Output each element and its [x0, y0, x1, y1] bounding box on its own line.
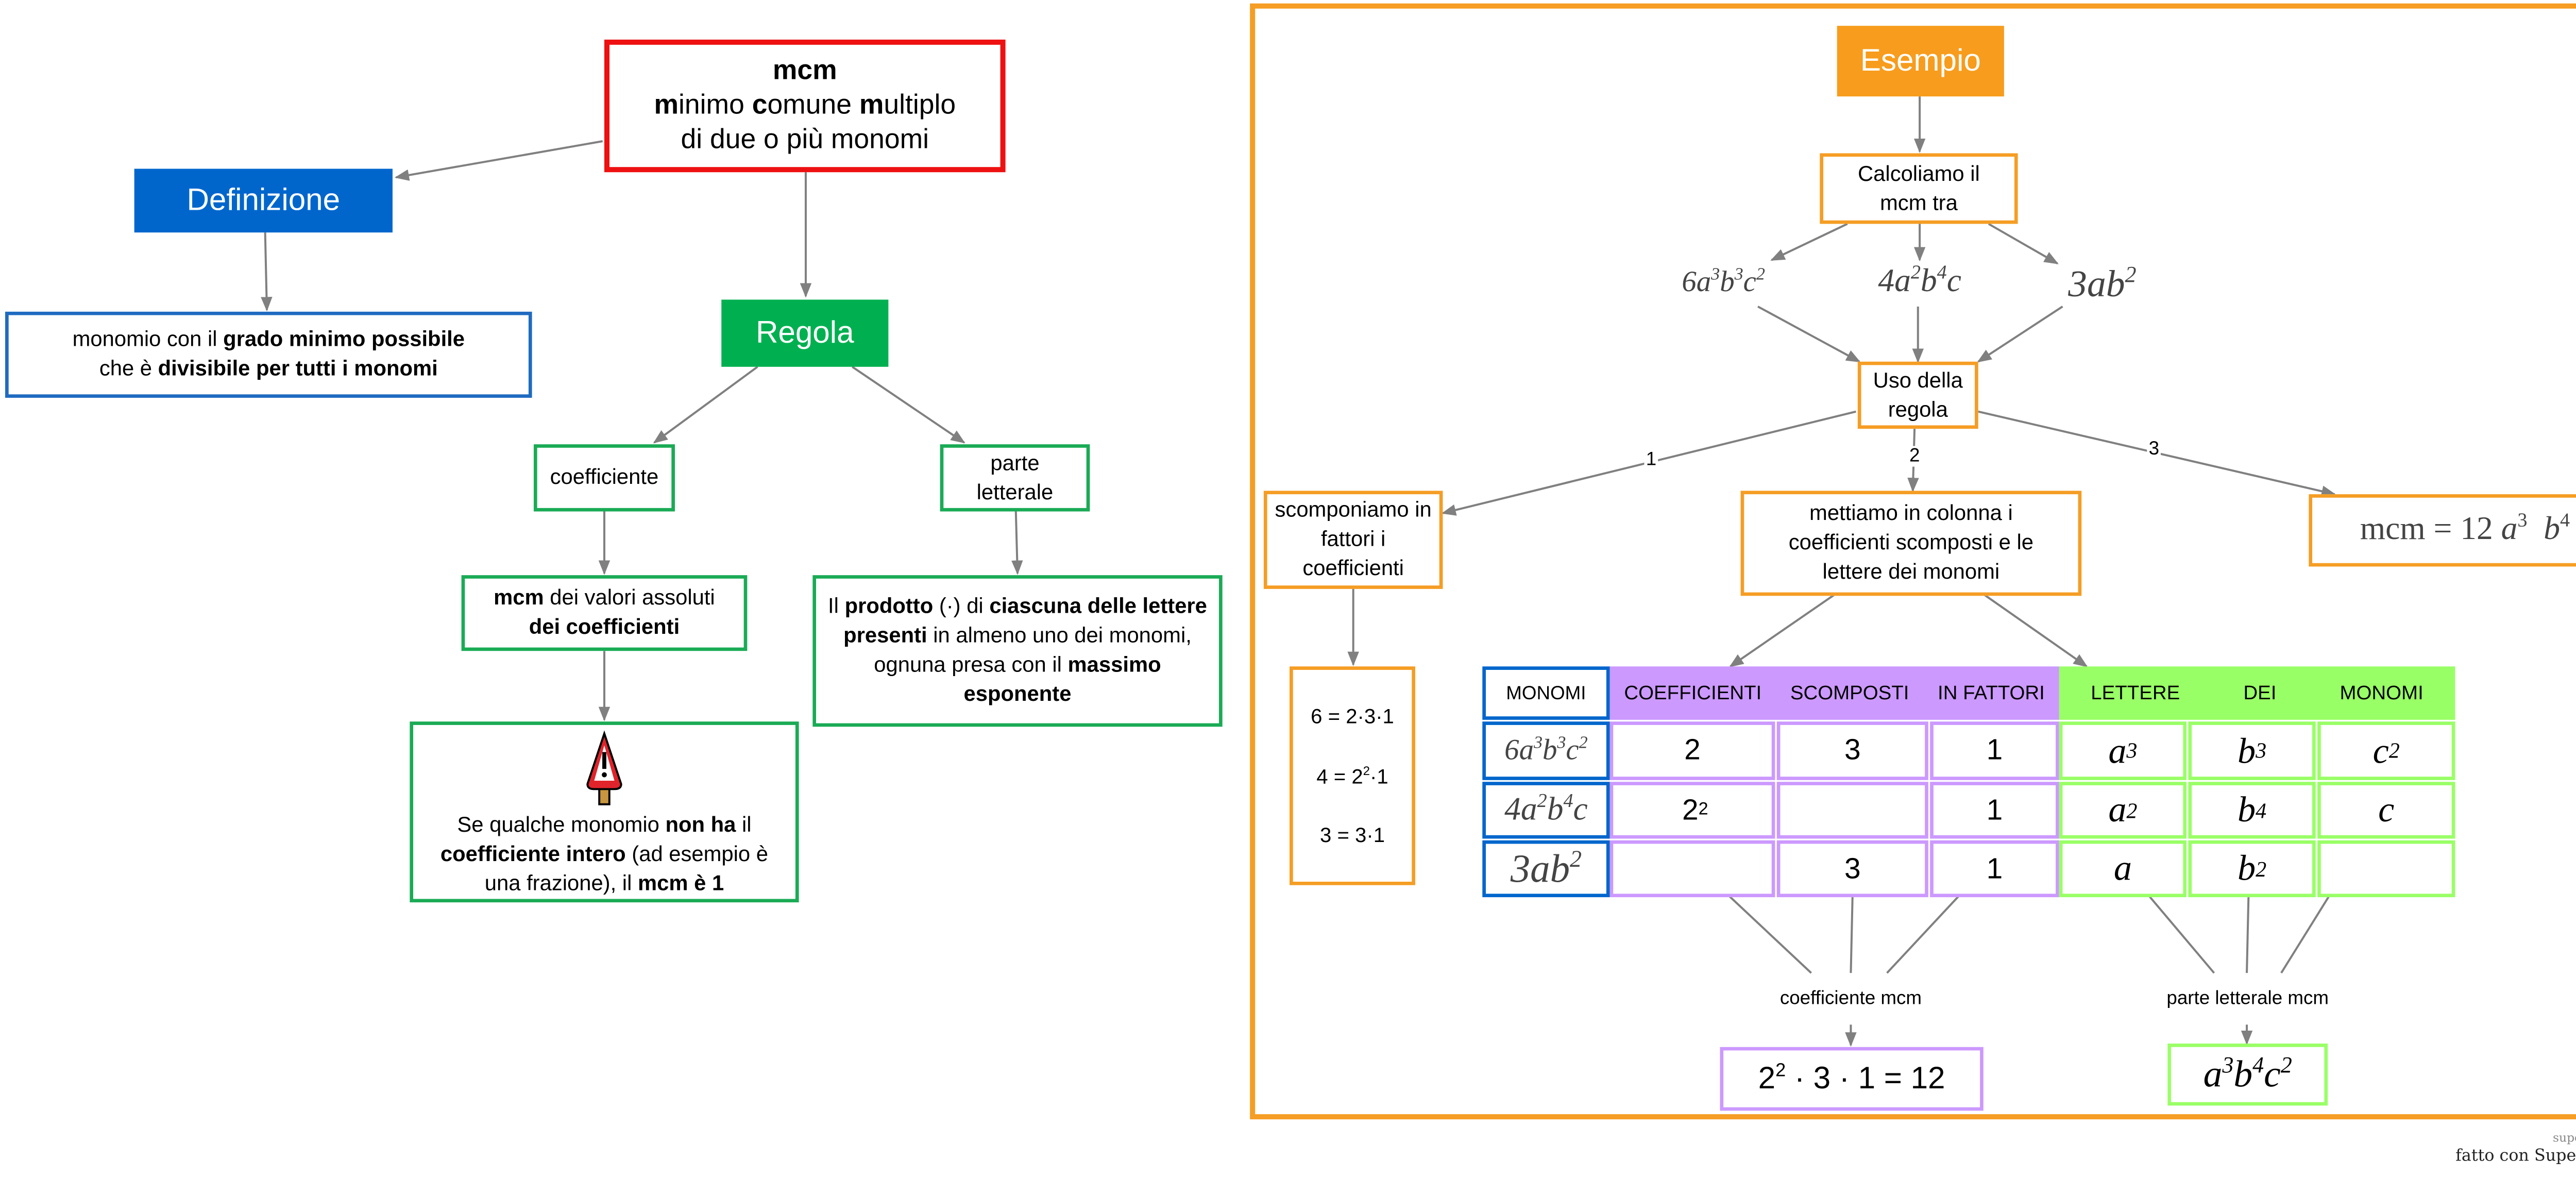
edge-c1-coefmcm: [1727, 895, 1812, 974]
monomial-3[interactable]: 3ab2: [2068, 261, 2137, 305]
edge-l3-lettmcm: [2280, 895, 2331, 974]
table-cell: 3: [1776, 840, 1928, 898]
warning-node[interactable]: Se qualche monomio non ha il coefficient…: [410, 721, 799, 903]
regola-node[interactable]: Regola: [721, 299, 889, 367]
edge-mett-coeffs: [1729, 593, 1836, 667]
table-cell: [2317, 840, 2455, 898]
footer-text: fatto con SuperMappe: [2455, 1147, 2576, 1166]
table-cell: c: [2317, 782, 2455, 839]
esempio-node[interactable]: Esempio: [1837, 26, 2004, 97]
table-cell: 3: [1776, 721, 1928, 780]
table-row-monomial: 3ab2: [1482, 840, 1610, 898]
lett-result-node[interactable]: a3b4c2: [2167, 1044, 2328, 1106]
title-box[interactable]: mcm minimo comune multiplo di due o più …: [604, 39, 1006, 173]
factorization-node[interactable]: 6 = 2·3·1 4 = 22·1 3 = 3·1: [1290, 666, 1415, 885]
lett-mcm-label: parte letterale mcm: [2166, 988, 2329, 1009]
edge-definizione-text: [261, 232, 273, 312]
mettiamo-node[interactable]: mettiamo in colonna i coefficienti scomp…: [1740, 491, 2082, 596]
edge-regola-lett: [852, 366, 965, 444]
result-node[interactable]: mcm = 12 a3 b4 c2: [2309, 494, 2576, 567]
lett-rule-node[interactable]: Il prodotto (·) di ciascuna delle letter…: [812, 575, 1223, 727]
edge-label-1: 1: [1644, 449, 1658, 470]
table-row-monomial: 6a3b3c2: [1482, 721, 1610, 780]
edge-regola-coeff: [653, 366, 758, 444]
table-cell: [1609, 840, 1775, 898]
factorization-row: 6 = 2·3·1: [1311, 704, 1394, 729]
table-cell: a: [2059, 840, 2187, 898]
edge-l1-lettmcm: [2148, 895, 2215, 974]
edge-lett-rule: [1011, 510, 1023, 575]
coef-mcm-label: coefficiente mcm: [1780, 988, 1922, 1009]
edge-calc-m3: [1988, 223, 2059, 265]
edge-m3-uso: [1977, 306, 2063, 363]
definizione-text-node[interactable]: monomio con il grado minimo possibile ch…: [5, 311, 532, 398]
factorization-row: 3 = 3·1: [1319, 822, 1385, 847]
coef-result-node[interactable]: 22 · 3 · 1 = 12: [1720, 1047, 1984, 1111]
footer-credit[interactable]: supermappe.it fatto con SuperMappe: [2411, 1123, 2576, 1171]
table-cell: 2: [1609, 721, 1775, 780]
edge-m1-uso: [1757, 306, 1861, 363]
uso-regola-node[interactable]: Uso della regola: [1857, 361, 1978, 429]
coefficiente-node[interactable]: coefficiente: [533, 444, 675, 512]
coeff-rule-node[interactable]: mcm dei valori assoluti dei coefficienti: [461, 575, 748, 651]
edge-l2-lettmcm: [2246, 895, 2250, 973]
factorization-row: 4 = 22·1: [1316, 762, 1388, 788]
footer-site: supermappe.it: [2553, 1131, 2576, 1146]
edge-title-definizione: [394, 140, 603, 181]
monomial-2[interactable]: 4a2b4c: [1878, 263, 1961, 300]
title-acronym: mcm: [772, 56, 837, 86]
edge-calc-m1: [1770, 223, 1848, 261]
edge-c2-coefmcm: [1850, 895, 1854, 973]
edge-label-2: 2: [1907, 446, 1922, 467]
table-cell: [1776, 782, 1928, 839]
scomponiamo-node[interactable]: scomponiamo in fattori i coefficienti: [1263, 491, 1443, 589]
edge-mett-letters: [1982, 593, 2088, 667]
table-header-monomi: MONOMI: [1482, 666, 1610, 720]
warning-sign-icon: [586, 730, 622, 805]
table-cell: 1: [1930, 782, 2059, 839]
table-cell: 1: [1930, 840, 2059, 898]
calcoliamo-node[interactable]: Calcoliamo il mcm tra: [1820, 153, 2018, 224]
edge-c3-coefmcm: [1886, 895, 1960, 974]
definizione-node[interactable]: Definizione: [134, 169, 393, 233]
edge-label-3: 3: [2147, 439, 2161, 460]
parte-letterale-node[interactable]: parte letterale: [940, 444, 1090, 512]
result-formula: mcm = 12 a3 b4 c2: [2360, 511, 2570, 548]
title-expansion: minimo comune multiplo: [654, 90, 956, 120]
table-cell: 1: [1930, 721, 2059, 780]
title-subtitle: di due o più monomi: [681, 125, 929, 155]
example-panel: [1250, 3, 2576, 1120]
monomial-1[interactable]: 6a3b3c2: [1682, 265, 1765, 298]
table-row-monomial: 4a2b4c: [1482, 782, 1610, 839]
